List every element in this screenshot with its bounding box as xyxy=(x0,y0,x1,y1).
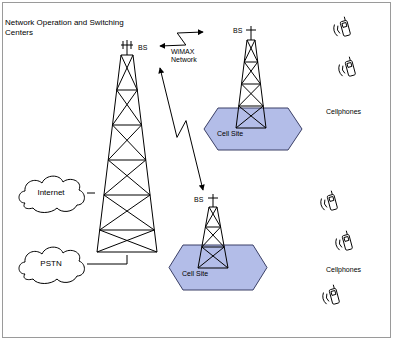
wireless-link xyxy=(160,68,203,190)
cloud-label: Internet xyxy=(37,188,64,198)
cloud-shape xyxy=(19,176,84,212)
network-link xyxy=(87,193,95,194)
network-link xyxy=(87,255,127,264)
bs-label: BS xyxy=(233,27,242,35)
cloud-label: PSTN xyxy=(40,259,61,269)
base-station-tower: Network Operation and Switching CentersB… xyxy=(95,38,160,255)
picture-frame xyxy=(3,3,391,338)
cellphone-icon xyxy=(331,16,350,38)
cellphones-label: Cellphones xyxy=(326,108,361,116)
bs-label: BS xyxy=(194,196,203,204)
cellphone-icon xyxy=(333,230,352,252)
network-cloud: Internet xyxy=(15,172,87,214)
cell-site-hexagon: BS Cell Site xyxy=(203,22,303,152)
cellphone-icon xyxy=(336,56,355,78)
main-tower xyxy=(97,40,157,252)
cellphone-icon xyxy=(318,190,337,212)
hexagon-shape xyxy=(169,245,267,290)
cellphones-label: Cellphones xyxy=(326,266,361,274)
link-label: WiMAX Network xyxy=(170,48,208,65)
cloud-shape xyxy=(19,247,84,283)
cell-site-label: Cell Site xyxy=(217,130,243,138)
wireless-link xyxy=(160,32,203,46)
network-cloud: PSTN xyxy=(15,243,87,285)
hexagon-shape xyxy=(204,108,302,150)
center-heading: Network Operation and Switching Centers xyxy=(5,18,127,37)
cellphone-icon xyxy=(320,284,339,306)
cell-site-label: Cell Site xyxy=(182,270,208,278)
bs-label: BS xyxy=(138,44,147,52)
